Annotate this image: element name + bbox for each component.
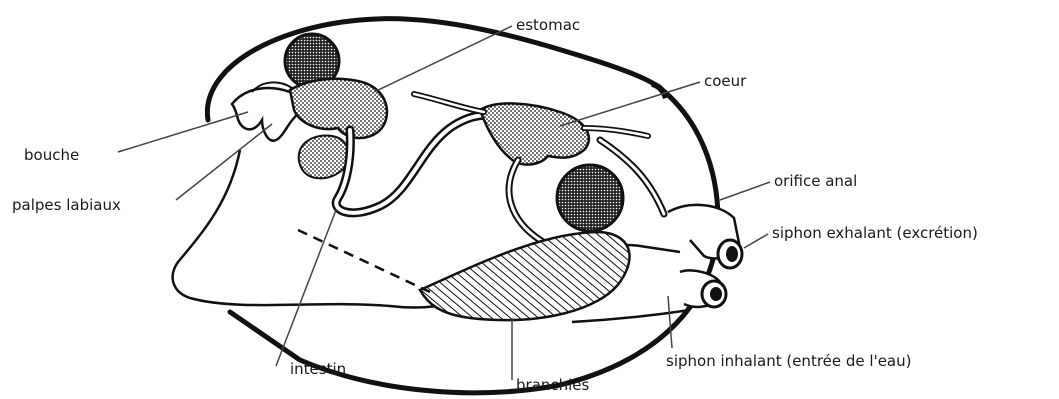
gills xyxy=(420,232,630,320)
leader-inhalant xyxy=(668,296,672,348)
leader-palpes xyxy=(176,124,272,200)
label-siphon-exhalant: siphon exhalant (excrétion) xyxy=(772,224,978,242)
leader-orifice xyxy=(720,182,770,200)
stomach xyxy=(290,79,387,138)
label-palpes-labiaux: palpes labiaux xyxy=(12,196,121,214)
adductor-muscle-posterior xyxy=(557,165,623,231)
leader-exhalant xyxy=(744,234,768,248)
leader-estomac xyxy=(374,26,512,92)
label-estomac: estomac xyxy=(516,16,580,34)
label-siphon-inhalant: siphon inhalant (entrée de l'eau) xyxy=(666,352,911,370)
mantle-line-dashed xyxy=(298,230,430,292)
label-orifice-anal: orifice anal xyxy=(774,172,857,190)
leader-bouche xyxy=(118,112,248,152)
heart xyxy=(480,103,589,164)
label-intestin: intestin xyxy=(290,360,346,378)
label-branchies: branchies xyxy=(516,376,589,394)
shell-outline xyxy=(207,19,718,393)
digestive-gland xyxy=(299,136,349,179)
label-coeur: coeur xyxy=(704,72,746,90)
label-bouche: bouche xyxy=(24,146,79,164)
